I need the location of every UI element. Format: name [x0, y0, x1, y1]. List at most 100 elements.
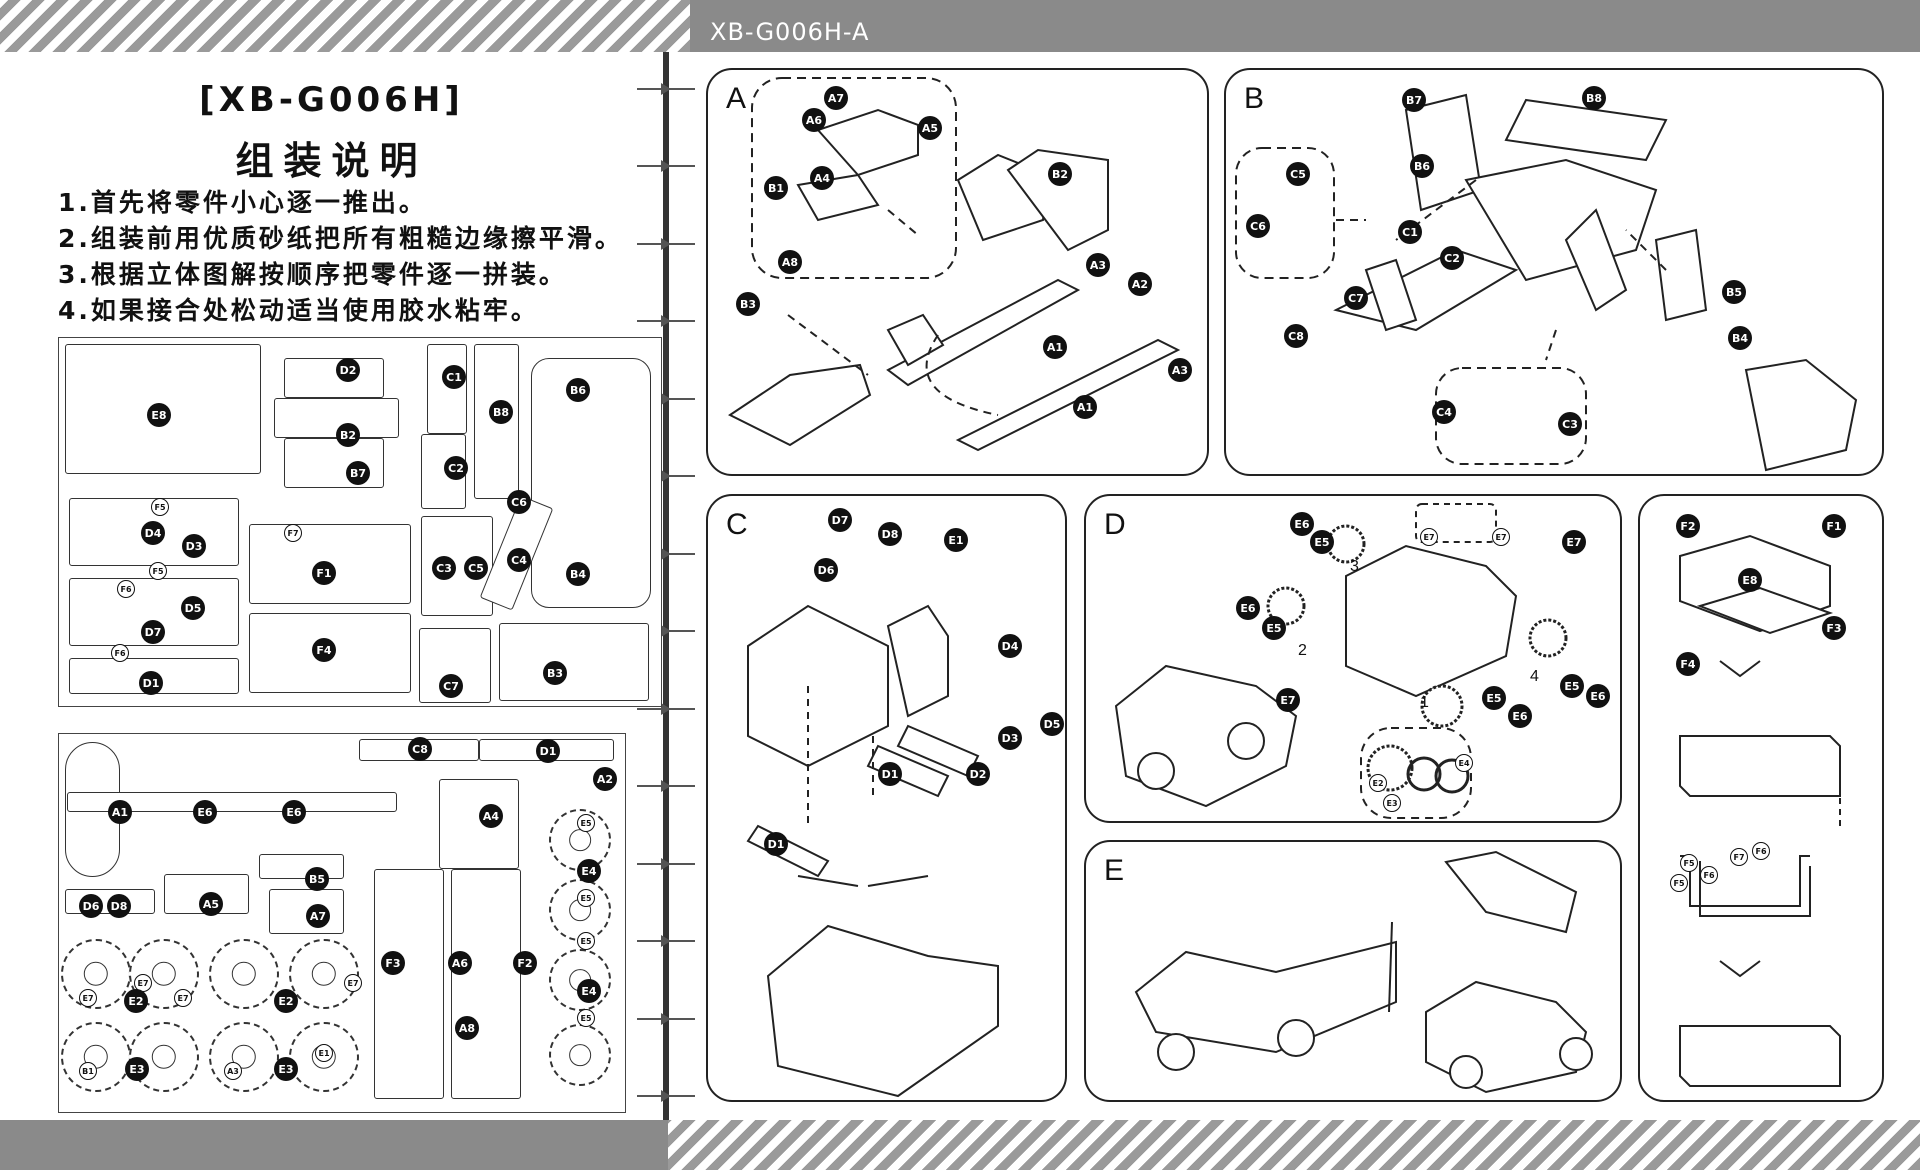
part-label-a7: A7: [306, 904, 330, 928]
part-label-e8: E8: [147, 403, 171, 427]
part-label-b5: B5: [305, 867, 329, 891]
binding-tick: [637, 630, 695, 632]
part-label-d1: D1: [139, 671, 163, 695]
part-label-e6: E6: [282, 800, 306, 824]
part-label-d4: D4: [141, 521, 165, 545]
part-label-c1: C1: [1398, 220, 1422, 244]
part-label-e4: E4: [1455, 754, 1473, 772]
binding-tick: [637, 940, 695, 942]
binding-tick: [637, 165, 695, 167]
part-label-f2: F2: [1676, 514, 1700, 538]
part-label-a1: A1: [108, 800, 132, 824]
part-label-f1: F1: [1822, 514, 1846, 538]
part-label-f1: F1: [312, 561, 336, 585]
part-label-e5: E5: [1310, 530, 1334, 554]
part-label-a6: A6: [802, 108, 826, 132]
part-label-c5: C5: [464, 556, 488, 580]
part-label-e5: E5: [1482, 686, 1506, 710]
part-label-f5: F5: [149, 562, 167, 580]
panel-d-drawing: [1114, 503, 1568, 819]
part-label-e5: E5: [577, 932, 595, 950]
part-label-e8: E8: [1738, 568, 1762, 592]
part-label-e6: E6: [1586, 684, 1610, 708]
part-label-a3: A3: [1086, 253, 1110, 277]
part-label-a1: A1: [1043, 335, 1067, 359]
part-label-f5: F5: [1670, 874, 1688, 892]
instruction-step-4: 4.如果接合处松动适当使用胶水粘牢。: [58, 296, 539, 325]
part-label-c3: C3: [1558, 412, 1582, 436]
part-label-e7: E7: [79, 989, 97, 1007]
part-label-a2: A2: [593, 767, 617, 791]
part-label-c2: C2: [1440, 246, 1464, 270]
part-label-f6: F6: [1700, 866, 1718, 884]
panel-f-drawing: [1679, 534, 1841, 1087]
part-label-b1: B1: [764, 176, 788, 200]
part-label-a7: A7: [824, 86, 848, 110]
panel-label-b: B: [1244, 82, 1265, 115]
part-label-e7: E7: [174, 989, 192, 1007]
binding-tick: [637, 785, 695, 787]
part-label-a8: A8: [455, 1016, 479, 1040]
part-label-b8: B8: [1582, 86, 1606, 110]
part-label-b7: B7: [1402, 88, 1426, 112]
part-label-d2: D2: [336, 358, 360, 382]
part-label-a4: A4: [479, 804, 503, 828]
part-label-e3: E3: [274, 1057, 298, 1081]
step-number-4: 4: [1530, 668, 1539, 685]
part-label-e5: E5: [1262, 616, 1286, 640]
part-label-f3: F3: [1822, 616, 1846, 640]
part-label-f5: F5: [1680, 854, 1698, 872]
part-label-b4: B4: [566, 562, 590, 586]
binding-tick: [637, 398, 695, 400]
part-label-d8: D8: [107, 894, 131, 918]
part-label-e5: E5: [577, 1009, 595, 1027]
part-label-e4: E4: [577, 859, 601, 883]
part-label-e7: E7: [344, 974, 362, 992]
header-stripes-left: [0, 0, 690, 52]
step-number-1: 1: [1420, 694, 1429, 711]
part-label-f6: F6: [117, 580, 135, 598]
panel-label-e: E: [1104, 854, 1125, 887]
part-label-f3: F3: [381, 951, 405, 975]
part-label-a6: A6: [448, 951, 472, 975]
part-label-e3: E3: [1383, 794, 1401, 812]
part-label-e1: E1: [315, 1044, 333, 1062]
part-label-d6: D6: [814, 558, 838, 582]
part-label-b3: B3: [736, 292, 760, 316]
part-label-a1: A1: [1073, 395, 1097, 419]
panel-c-drawing: [746, 604, 999, 1098]
panel-label-a: A: [726, 82, 747, 115]
part-label-a4: A4: [810, 166, 834, 190]
part-label-c4: C4: [1432, 400, 1456, 424]
part-label-b2: B2: [1048, 162, 1072, 186]
part-label-e2: E2: [124, 989, 148, 1013]
part-label-d4: D4: [998, 634, 1022, 658]
part-label-c6: C6: [1246, 214, 1270, 238]
part-label-c8: C8: [408, 737, 432, 761]
part-label-d8: D8: [878, 522, 902, 546]
part-label-e2: E2: [1369, 774, 1387, 792]
part-label-b1: B1: [79, 1062, 97, 1080]
part-label-c7: C7: [439, 674, 463, 698]
part-label-d1: D1: [878, 762, 902, 786]
part-label-f7: F7: [284, 524, 302, 542]
part-label-b6: B6: [1410, 154, 1434, 178]
part-label-a3: A3: [1168, 358, 1192, 382]
part-label-c8: C8: [1284, 324, 1308, 348]
part-label-a8: A8: [778, 250, 802, 274]
footer-stripes-right: [668, 1120, 1920, 1170]
part-label-b3: B3: [543, 661, 567, 685]
step-number-3: 3: [1350, 558, 1359, 575]
part-label-c6: C6: [507, 490, 531, 514]
page-divider: [663, 52, 669, 1120]
part-label-f6: F6: [111, 644, 129, 662]
binding-tick: [637, 553, 695, 555]
part-label-c2: C2: [444, 456, 468, 480]
panel-e-drawing: [1134, 850, 1593, 1094]
header-bar: XB-G006H-A: [690, 0, 1920, 52]
part-label-d3: D3: [998, 726, 1022, 750]
